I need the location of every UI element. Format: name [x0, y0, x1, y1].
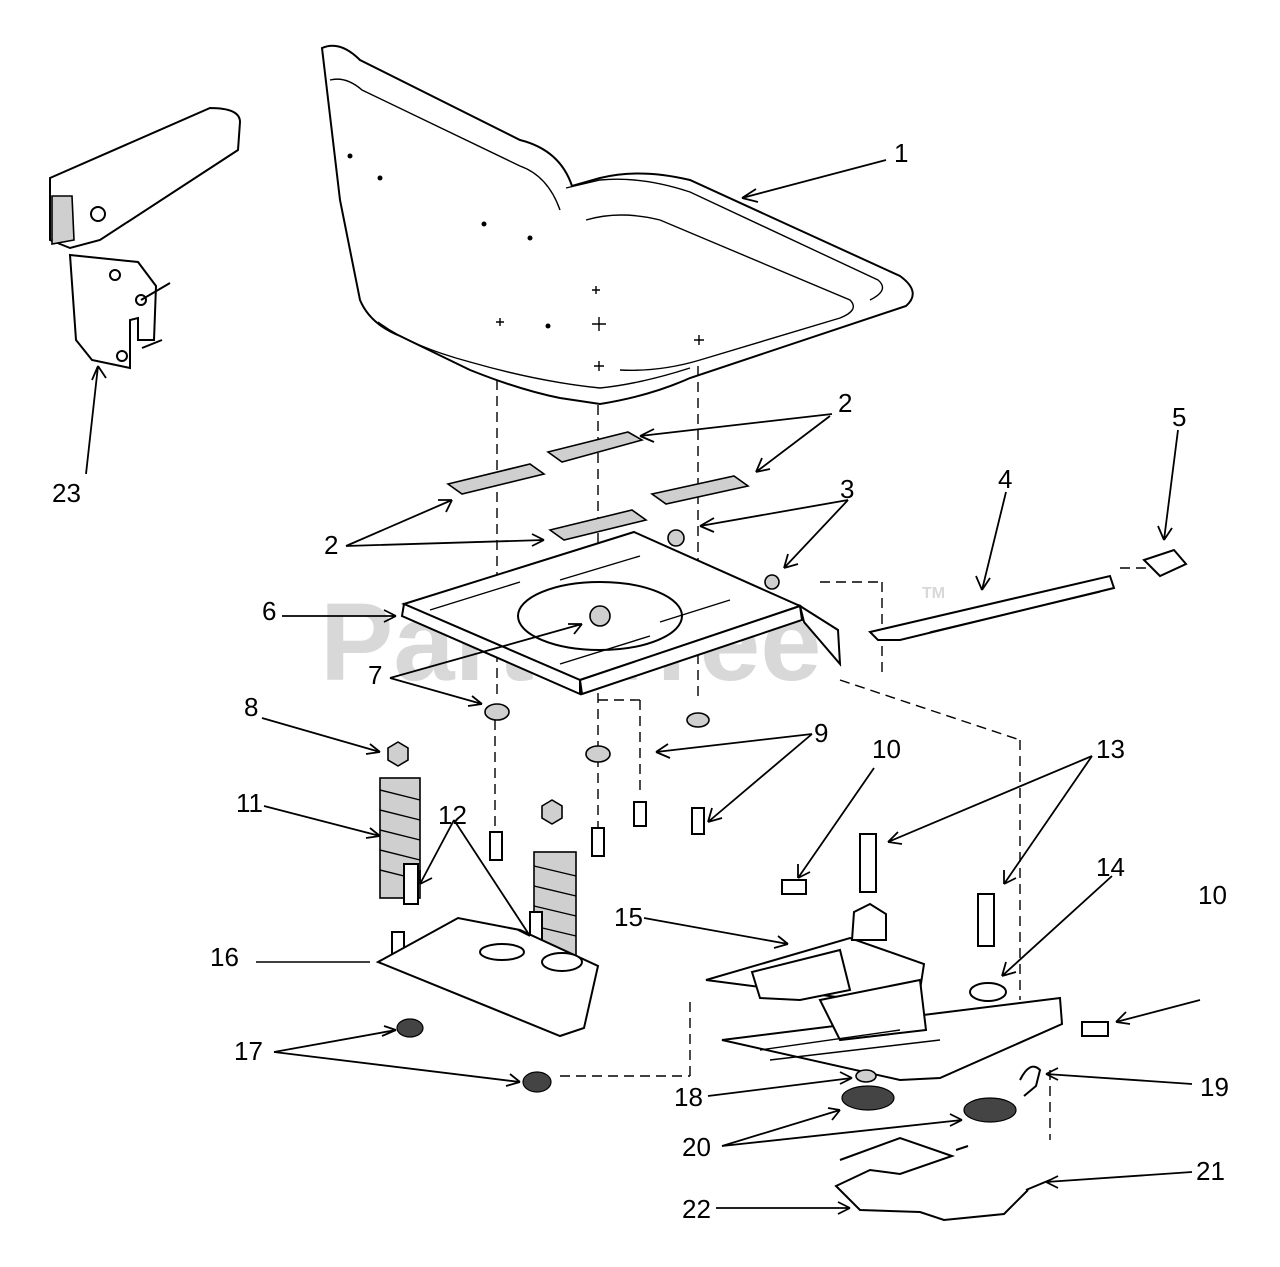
callout-11: 11	[236, 788, 263, 818]
callout-23: 23	[52, 478, 81, 508]
part-10-bolts	[781, 879, 1109, 1037]
part-18-washer	[855, 1069, 877, 1083]
callout-10-lower: 10	[1198, 880, 1227, 910]
callout-6: 6	[262, 596, 276, 626]
callout-21: 21	[1196, 1156, 1225, 1186]
callout-5: 5	[1172, 402, 1186, 432]
callout-17: 17	[234, 1036, 263, 1066]
callout-12: 12	[438, 800, 467, 830]
part-23-armrest	[49, 106, 242, 370]
callout-9: 9	[814, 718, 828, 748]
callout-22: 22	[682, 1194, 711, 1224]
callout-19: 19	[1200, 1072, 1229, 1102]
part-9-bolts	[489, 801, 705, 861]
part-13-bolts	[859, 833, 995, 947]
part-2-rails	[446, 431, 750, 541]
callout-16: 16	[210, 942, 239, 972]
callout-2-top: 2	[838, 388, 852, 418]
part-7-grommets	[484, 703, 710, 763]
part-19-spring	[1019, 1065, 1042, 1097]
part-8-nuts	[387, 741, 563, 825]
part-14-washer	[969, 982, 1007, 1002]
callout-3: 3	[840, 474, 854, 504]
callout-1: 1	[894, 138, 908, 168]
callout-8: 8	[244, 692, 258, 722]
part-5-knob	[1142, 548, 1188, 578]
callout-14: 14	[1096, 852, 1125, 882]
part-4-adjuster	[868, 574, 1116, 641]
part-17-bushings	[396, 1018, 552, 1093]
part-20-rollers	[841, 1085, 1017, 1123]
part-15-pivot-bracket	[705, 902, 1064, 1082]
callout-10-upper: 10	[872, 734, 901, 764]
callout-20: 20	[682, 1132, 711, 1162]
callout-15: 15	[614, 902, 643, 932]
callout-2-left: 2	[324, 530, 338, 560]
part-21-pin	[955, 1145, 1051, 1191]
part-1-seat	[320, 44, 914, 406]
part-3-nuts	[667, 529, 780, 590]
callout-4: 4	[998, 464, 1012, 494]
leader-arrows	[85, 159, 1201, 1215]
callout-18: 18	[674, 1082, 703, 1112]
watermark-trademark: TM	[922, 585, 945, 602]
part-22-handle	[834, 1136, 1029, 1222]
callout-13: 13	[1096, 734, 1125, 764]
part-16-lower-plate	[375, 916, 600, 1038]
callout-7: 7	[368, 660, 382, 690]
callout-labels: 1 2 2 3 4 5 6 7 8 9 10 10 11 12 13 14 15…	[52, 138, 1229, 1224]
